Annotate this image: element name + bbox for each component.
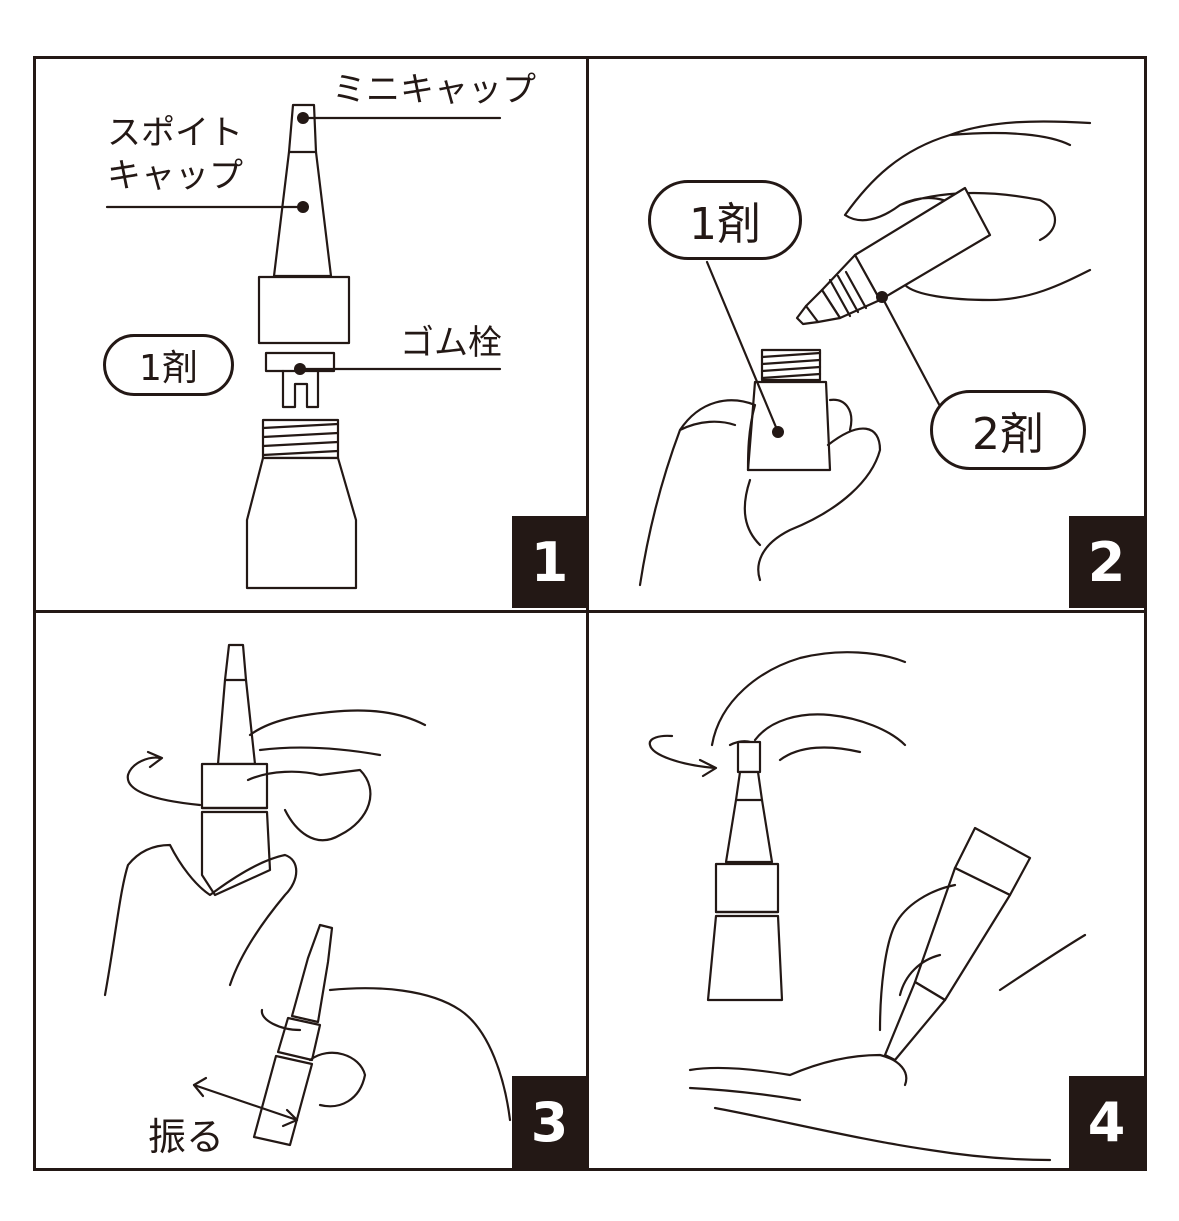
step-number-4: 4 — [1069, 1076, 1144, 1168]
upper-hand-shape — [843, 120, 1092, 302]
label-shake: 振る — [148, 1115, 225, 1159]
label-rubber-stopper: ゴム栓 — [400, 323, 502, 363]
shake-arrow-icon — [192, 1083, 299, 1122]
label-agent-1-panel2: 1剤 — [648, 180, 802, 260]
step-number-2: 2 — [1069, 516, 1144, 608]
step-number-3: 3 — [512, 1076, 587, 1168]
label-agent-1: 1剤 — [103, 334, 234, 396]
bottle-4-shape — [724, 770, 774, 864]
instruction-grid-frame — [33, 56, 1147, 1171]
grid-divider-vertical — [586, 56, 589, 1171]
bottle-1-shape — [245, 456, 358, 590]
top-hand-shape — [710, 651, 907, 762]
cap-collar-shape — [257, 275, 351, 345]
label-agent-2: 2剤 — [930, 390, 1086, 470]
label-mini-cap: ミニキャップ — [332, 70, 536, 110]
rotate-arrow-icon-4 — [648, 734, 717, 770]
rotate-arrow-icon — [126, 756, 202, 807]
shaking-bottle-shape — [290, 923, 334, 1024]
lower-hand-shape-3 — [103, 843, 298, 997]
upper-hand-shape-3 — [246, 709, 427, 842]
step-number-1: 1 — [512, 516, 587, 608]
palm-hand-shape — [688, 1053, 1052, 1162]
lower-hand-shape — [638, 398, 882, 587]
label-dropper-cap-line1: スポイト — [107, 113, 243, 153]
grid-divider-horizontal — [33, 610, 1147, 613]
bottle-1-open-shape — [746, 380, 832, 472]
label-dropper-cap-line2: キャップ — [107, 156, 243, 196]
